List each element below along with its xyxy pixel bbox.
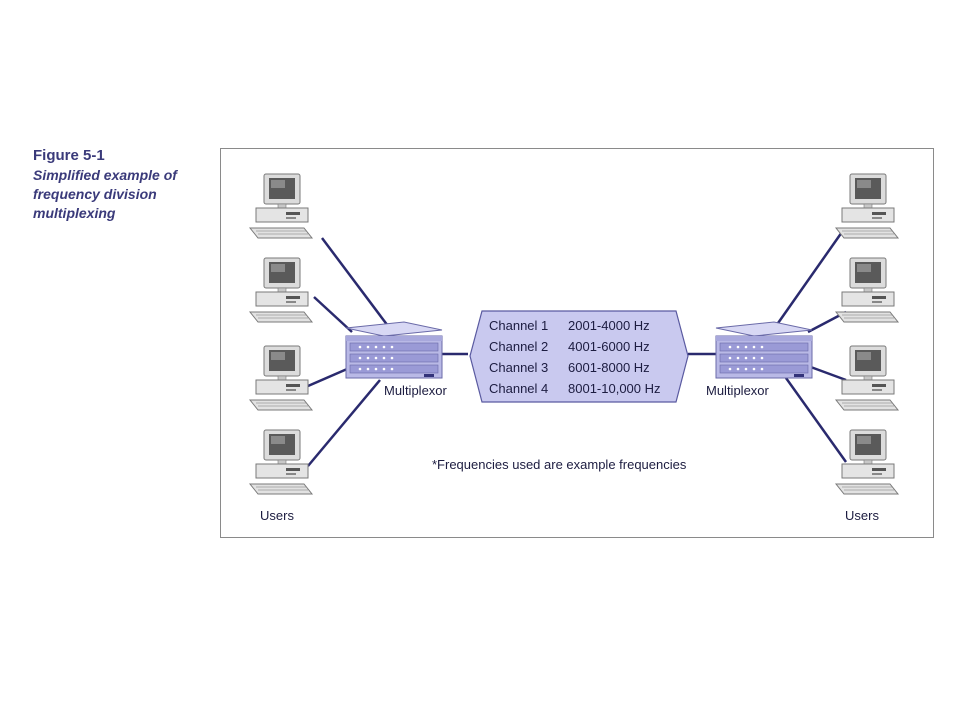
computer-icon [249,173,313,239]
channel-name: Channel 4 [489,381,548,396]
channel-range: 8001-10,000 Hz [568,381,661,396]
computer-icon [249,345,313,411]
channel-name: Channel 2 [489,339,548,354]
right-multiplexor-label: Multiplexor [706,383,770,398]
computer-icon [835,173,899,239]
connection-lines [307,231,848,467]
left-users-label: Users [260,508,294,523]
figure-caption: Figure 5-1 Simplified example of frequen… [33,146,213,223]
channel-range: 4001-6000 Hz [568,339,650,354]
figure-number: Figure 5-1 [33,147,105,164]
caption-line-3: multiplexing [33,205,116,221]
channel-name: Channel 1 [489,318,548,333]
diagram-frame [220,148,934,538]
channel-range: 6001-8000 Hz [568,360,650,375]
computer-icon [835,257,899,323]
caption-line-2: frequency division [33,186,157,202]
channel-name: Channel 3 [489,360,548,375]
footnote: *Frequencies used are example frequencie… [432,457,687,472]
computer-icon [835,345,899,411]
multiplexor-icon [715,321,813,379]
multiplexor-icon [345,321,443,379]
channel-range: 2001-4000 Hz [568,318,650,333]
caption-line-1: Simplified example of [33,167,177,183]
computer-icon [249,257,313,323]
computer-icon [249,429,313,495]
left-multiplexor-label: Multiplexor [384,383,448,398]
channel-box [469,310,689,403]
right-users-label: Users [845,508,879,523]
